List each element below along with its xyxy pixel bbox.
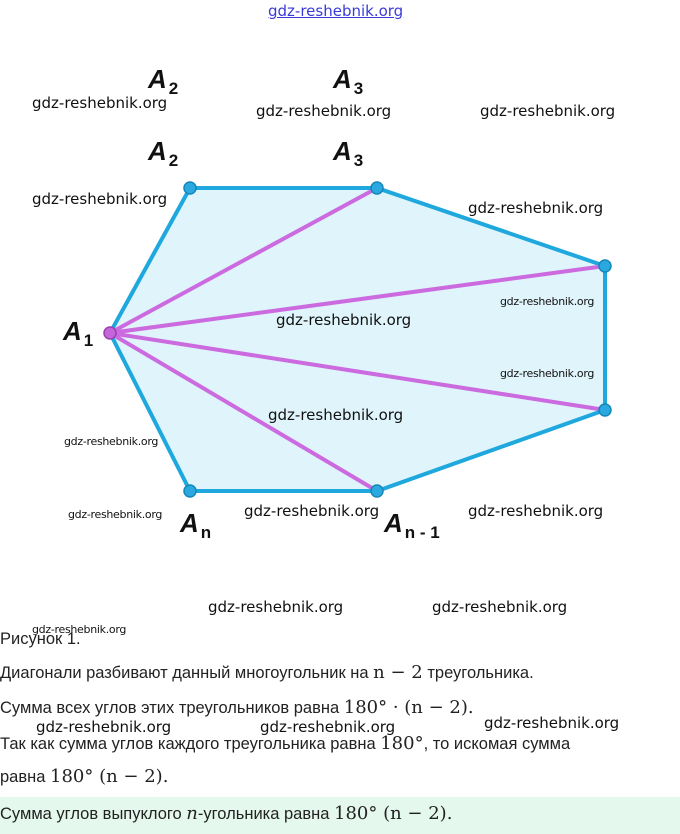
polygon-fill	[108, 186, 607, 493]
watermark: gdz-reshebnik.org	[500, 367, 595, 380]
diagonal-a1-an1	[108, 331, 379, 493]
diagonal-a1-a3	[108, 186, 379, 335]
watermark: gdz-reshebnik.org	[64, 435, 159, 448]
watermark: gdz-reshebnik.org	[500, 295, 595, 308]
vertex-an1	[370, 484, 384, 498]
watermark: gdz-reshebnik.org	[268, 406, 404, 424]
watermark: gdz-reshebnik.org	[36, 718, 172, 736]
watermark: gdz-reshebnik.org	[256, 102, 392, 120]
conclusion-highlight	[0, 797, 680, 834]
vertex-a2	[183, 181, 197, 195]
watermark: gdz-reshebnik.org	[244, 502, 380, 520]
vertex-a1	[103, 326, 117, 340]
paragraph-reasoning-end: равна 180° (n − 2).	[0, 766, 169, 787]
vertex-a5	[598, 403, 612, 417]
watermark: gdz-reshebnik.org	[480, 102, 616, 120]
paragraph-sum-triangles: Сумма всех углов этих треугольников равн…	[0, 697, 474, 718]
watermark: gdz-reshebnik.org	[260, 718, 396, 736]
watermark: gdz-reshebnik.org	[276, 311, 412, 329]
watermark: gdz-reshebnik.org	[432, 598, 568, 616]
figure-caption: Рисунок 1.	[0, 630, 81, 648]
watermark: gdz-reshebnik.org	[484, 714, 620, 732]
watermark: gdz-reshebnik.org	[32, 623, 127, 636]
watermark-top[interactable]: gdz-reshebnik.org	[268, 2, 404, 20]
watermark: gdz-reshebnik.org	[208, 598, 344, 616]
watermark: gdz-reshebnik.org	[468, 199, 604, 217]
watermark: gdz-reshebnik.org	[68, 508, 163, 521]
paragraph-diagonals: Диагонали разбивают данный многоугольник…	[0, 662, 534, 683]
conclusion-text: Сумма углов выпуклого n-угольника равна …	[0, 803, 453, 824]
vertex-a4	[598, 259, 612, 273]
watermark: gdz-reshebnik.org	[468, 502, 604, 520]
paragraph-reasoning: Так как сумма углов каждого треугольника…	[0, 733, 571, 754]
watermark: gdz-reshebnik.org	[32, 94, 168, 112]
watermark: gdz-reshebnik.org	[32, 190, 168, 208]
vertex-an	[183, 484, 197, 498]
polygon-diagram	[103, 181, 612, 498]
diagonal-a1-a5	[108, 331, 607, 412]
diagonal-a1-a4	[108, 264, 607, 335]
vertex-a3	[370, 181, 384, 195]
